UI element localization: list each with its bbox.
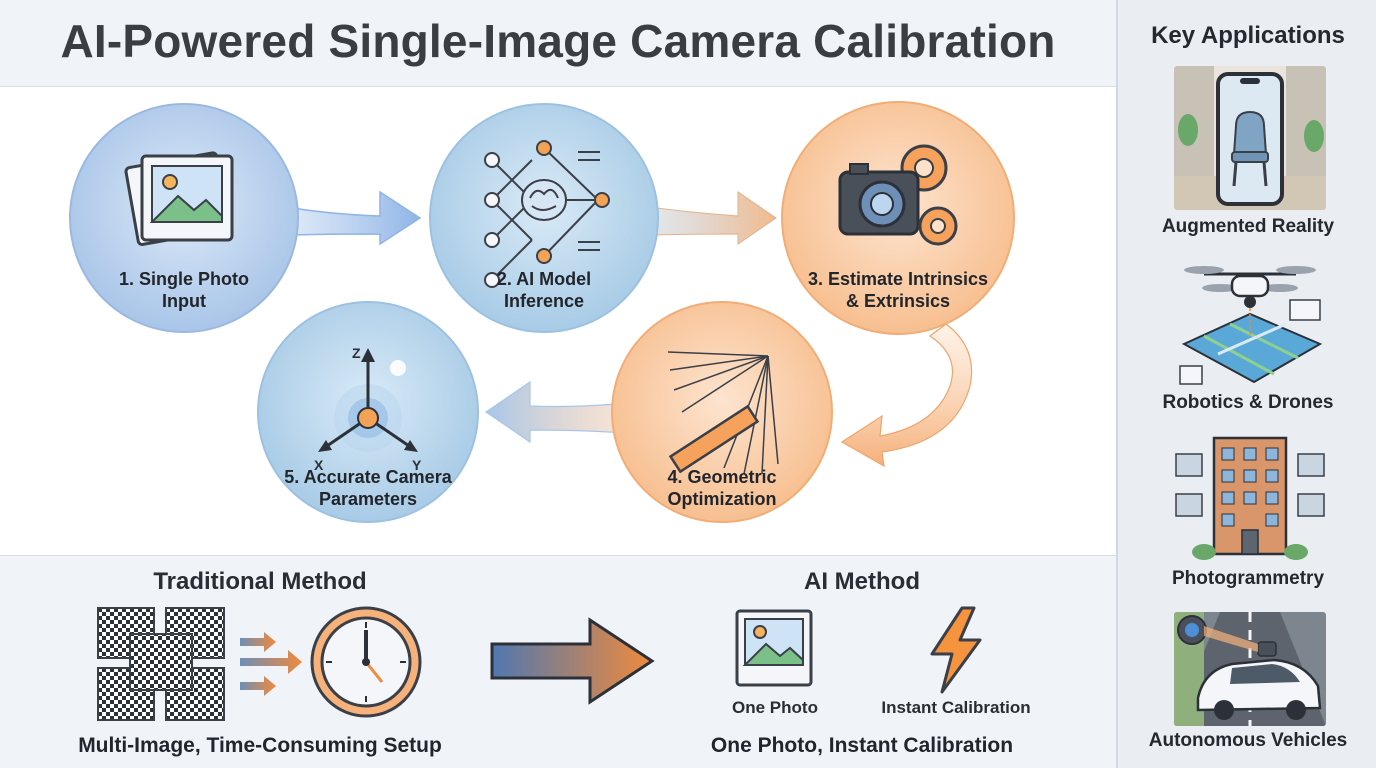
step-1-label-line1: 1. Single Photo xyxy=(118,269,249,289)
page-title: AI-Powered Single-Image Camera Calibrati… xyxy=(60,15,1056,67)
small-arrows-icon xyxy=(240,632,302,696)
flow-diagram: Z X Y xyxy=(69,101,1015,523)
step-1-label-line2: Input xyxy=(162,291,206,311)
step-2-label-line2: Inference xyxy=(503,291,585,311)
step-5-label-line1: 5. Accurate Camera xyxy=(284,467,452,487)
neural-network-icon xyxy=(484,140,610,288)
camera-gears-icon xyxy=(838,144,958,246)
flow-arrow-3-4 xyxy=(840,323,973,468)
photo-stack-icon xyxy=(124,151,234,246)
traditional-method-graphic xyxy=(97,606,422,721)
flow-arrow-4-5 xyxy=(484,380,641,444)
checkerboard-icon xyxy=(97,607,225,721)
step-2: 2. AI Model Inference xyxy=(430,104,658,332)
instant-calibration-label: Instant Calibration xyxy=(881,698,1031,717)
ai-method-title: AI Method xyxy=(804,568,920,595)
ai-method-caption: One Photo, Instant Calibration xyxy=(710,734,1014,757)
step-1: 1. Single Photo Input xyxy=(70,104,298,332)
car-icon xyxy=(1174,612,1326,726)
sidebar-title: Key Applications xyxy=(1151,22,1345,49)
ruler-rays-icon xyxy=(667,351,779,475)
app-label-vehicles: Autonomous Vehicles xyxy=(1148,730,1348,751)
key-applications-sidebar: Key Applications Augmented Reality Robot… xyxy=(1116,0,1376,768)
building-icon xyxy=(1175,436,1325,560)
step-3-label-line2: & Extrinsics xyxy=(845,291,951,311)
app-label-ar: Augmented Reality xyxy=(1161,216,1335,237)
axis-z-label: Z xyxy=(352,345,361,361)
step-4: 4. Geometric Optimization xyxy=(612,302,832,522)
main-area: AI-Powered Single-Image Camera Calibrati… xyxy=(0,15,1116,757)
step-4-circle xyxy=(611,301,833,523)
lightning-icon xyxy=(930,606,982,694)
axis-y-label: Y xyxy=(412,457,422,473)
step-5-label-line2: Parameters xyxy=(318,489,418,509)
step-5: 5. Accurate Camera Parameters xyxy=(258,302,478,522)
one-photo-icon xyxy=(735,609,813,687)
traditional-method-title: Traditional Method xyxy=(153,568,367,595)
axes-icon: Z X Y xyxy=(314,345,422,473)
app-label-photogrammetry: Photogrammetry xyxy=(1171,568,1325,589)
traditional-method-caption: Multi-Image, Time-Consuming Setup xyxy=(78,734,442,757)
step-2-label-line1: 2. AI Model xyxy=(496,269,592,289)
traditional-to-ai-arrow xyxy=(490,617,655,705)
step-4-label-line1: 4. Geometric xyxy=(667,467,777,487)
drone-icon xyxy=(1179,266,1323,385)
step-3-label-line1: 3. Estimate Intrinsics xyxy=(807,269,989,289)
axis-x-label: X xyxy=(314,457,324,473)
app-label-drones: Robotics & Drones xyxy=(1162,392,1334,413)
ar-phone-icon xyxy=(1174,66,1326,210)
step-3: 3. Estimate Intrinsics & Extrinsics xyxy=(782,102,1014,334)
one-photo-label: One Photo xyxy=(732,698,818,717)
step-4-label-line2: Optimization xyxy=(667,489,777,509)
clock-icon xyxy=(310,606,422,718)
